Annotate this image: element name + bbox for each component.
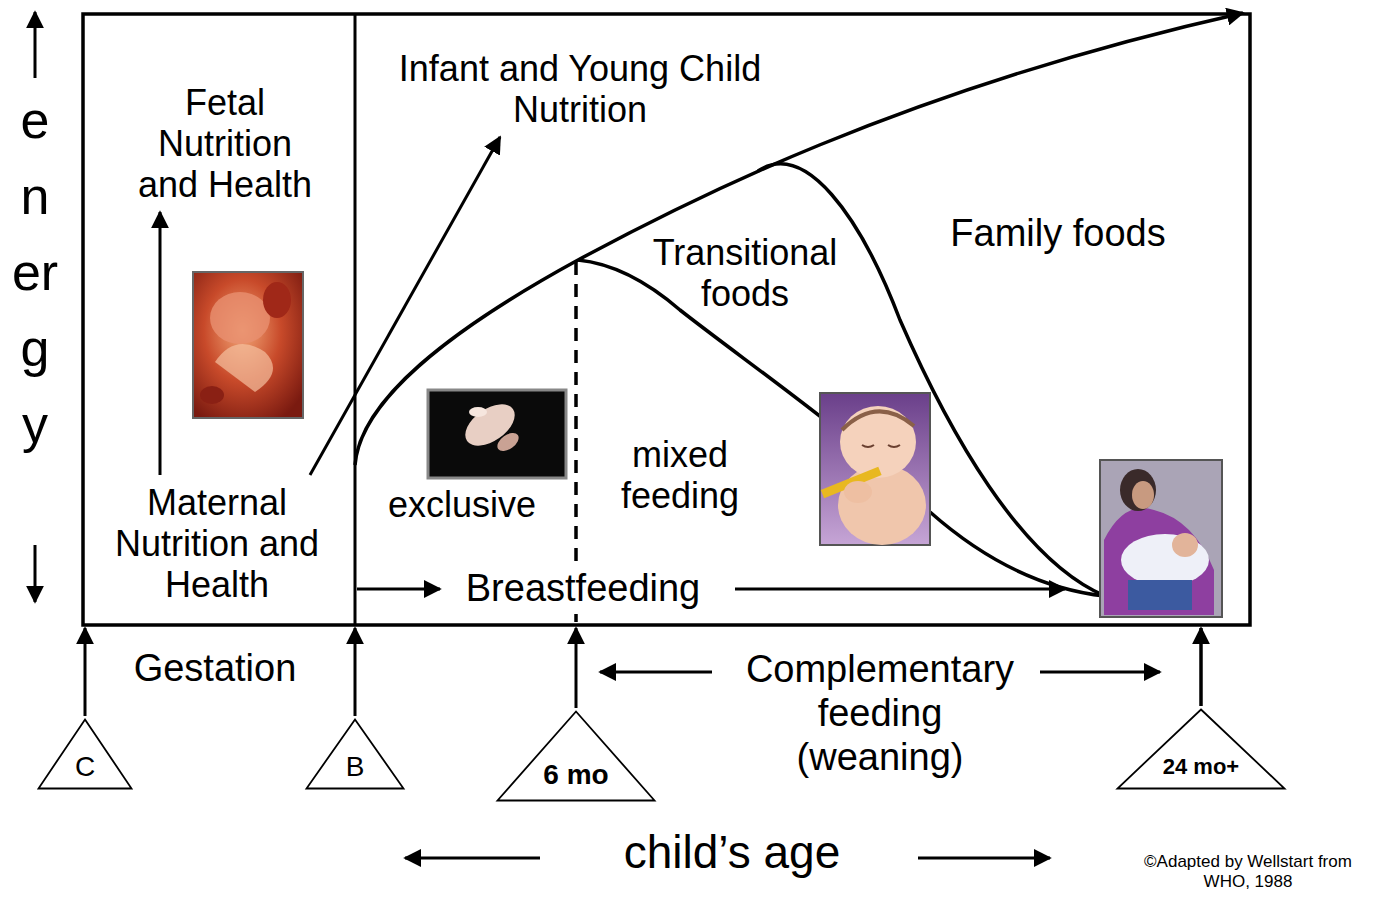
node-text: Maternal Nutrition and Health bbox=[107, 482, 327, 605]
triangle-shape bbox=[498, 712, 655, 801]
node-text: B bbox=[346, 750, 365, 784]
photo-detail bbox=[1104, 508, 1214, 615]
text-node: Fetal Nutrition and Health bbox=[130, 82, 320, 205]
period-arrow bbox=[600, 671, 712, 674]
photo-detail bbox=[215, 344, 273, 392]
chart-label: Complementary feeding (weaning) bbox=[730, 647, 1030, 779]
photo-detail bbox=[844, 481, 872, 503]
age-arrow bbox=[405, 857, 540, 860]
photo-detail bbox=[458, 396, 522, 454]
photo-detail bbox=[862, 445, 900, 447]
chart-label: Transitional foods bbox=[645, 232, 845, 314]
mother-child-photo bbox=[1100, 460, 1222, 617]
period-arrow bbox=[1040, 671, 1160, 674]
photo-detail bbox=[1120, 469, 1156, 511]
node-text: 24 mo+ bbox=[1163, 754, 1239, 780]
milestone-arrow bbox=[1199, 628, 1203, 706]
chart-label: Gestation bbox=[115, 646, 315, 690]
breastfeeding-arrow bbox=[735, 588, 1065, 591]
photo-frame bbox=[428, 390, 566, 478]
newborn-photo bbox=[428, 390, 566, 478]
chart-label: exclusive bbox=[380, 484, 544, 525]
photo-detail bbox=[842, 411, 914, 430]
photo-detail bbox=[200, 386, 224, 404]
chart-frame bbox=[83, 14, 1250, 625]
milestone-arrow bbox=[84, 628, 87, 716]
photo-detail bbox=[1132, 481, 1154, 509]
chart-label: Breastfeeding bbox=[463, 566, 703, 610]
chart-label: Family foods bbox=[918, 211, 1198, 255]
nutrition-arrow bbox=[159, 212, 162, 475]
milestone-arrow bbox=[354, 628, 357, 716]
triangle-shape bbox=[1118, 710, 1285, 789]
milestone-triangle: 6 mo bbox=[496, 710, 656, 802]
age-arrow bbox=[918, 857, 1050, 860]
milestone-triangle: B bbox=[305, 718, 405, 790]
photo-detail bbox=[494, 429, 522, 454]
photo-detail bbox=[210, 292, 270, 344]
node-text: Fetal Nutrition and Health bbox=[130, 82, 320, 205]
photo-frame bbox=[193, 272, 303, 418]
chart-label: mixed feeding bbox=[600, 434, 760, 516]
chart-label: child’s age bbox=[602, 826, 862, 878]
text-node: Infant and Young Child Nutrition bbox=[380, 48, 780, 130]
axis-arrow bbox=[34, 545, 37, 602]
photo-detail bbox=[263, 282, 291, 318]
milestone-triangle: 24 mo+ bbox=[1116, 708, 1286, 790]
milestone-triangle: C bbox=[37, 718, 133, 790]
photo-frame bbox=[820, 393, 930, 545]
gestation-divider bbox=[354, 14, 357, 625]
triangle-shape bbox=[39, 720, 132, 789]
node-text: Infant and Young Child Nutrition bbox=[380, 48, 780, 130]
chart-label: ©Adapted by Wellstart from WHO, 1988 bbox=[1122, 852, 1374, 892]
axis-label: energy bbox=[9, 82, 61, 462]
text-node: Maternal Nutrition and Health bbox=[107, 482, 327, 605]
photo-detail bbox=[469, 407, 487, 417]
triangle-shape bbox=[307, 720, 404, 789]
mixed-feeding-curve bbox=[578, 260, 1105, 596]
photo-detail bbox=[1128, 580, 1192, 610]
photo-frame bbox=[1100, 460, 1222, 617]
milestone-arrow bbox=[575, 628, 578, 708]
node-text: C bbox=[75, 750, 95, 784]
node-text: 6 mo bbox=[543, 758, 608, 792]
nutrition-arrow bbox=[310, 137, 500, 475]
breastfeeding-arrow bbox=[357, 588, 440, 591]
axis-arrow bbox=[34, 12, 37, 78]
baby-eating-photo bbox=[820, 393, 930, 545]
photo-detail bbox=[1172, 533, 1198, 557]
fetus-photo bbox=[193, 272, 303, 418]
photo-detail bbox=[1121, 534, 1209, 586]
